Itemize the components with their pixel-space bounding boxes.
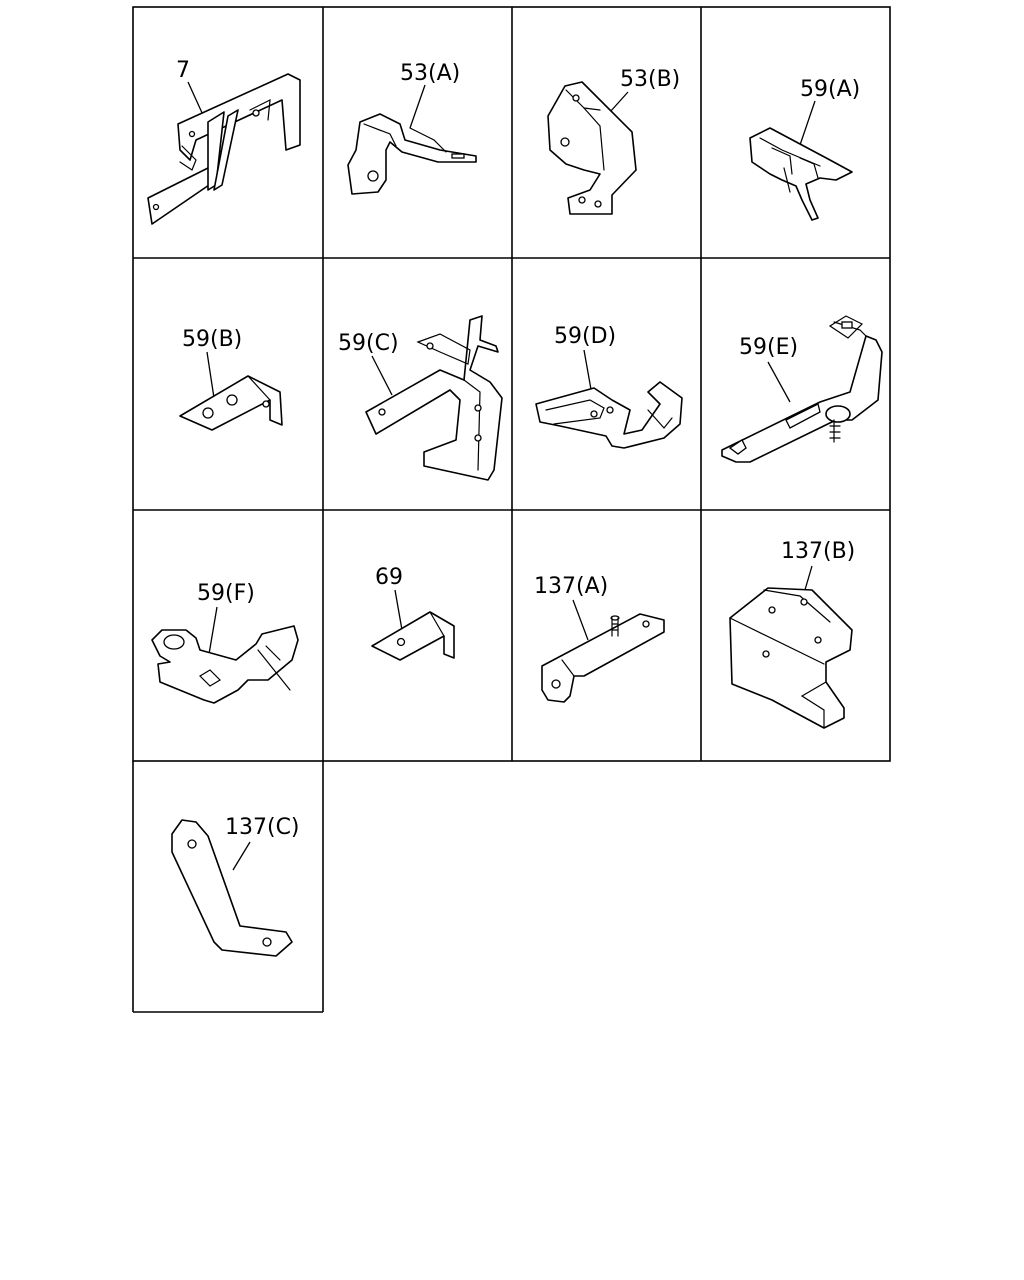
part-label-59e: 59(E) bbox=[739, 335, 798, 360]
part-label-59b: 59(B) bbox=[182, 327, 242, 352]
part-69-drawing bbox=[371, 611, 455, 661]
part-53a-drawing bbox=[347, 113, 477, 195]
part-cell-53a: 53(A) bbox=[347, 61, 477, 195]
part-cell-59b: 59(B) bbox=[179, 327, 283, 431]
part-59d-drawing bbox=[535, 381, 683, 449]
part-cell-137b: 137(B) bbox=[729, 539, 855, 729]
part-label-53b: 53(B) bbox=[620, 67, 680, 92]
part-label-137a: 137(A) bbox=[534, 574, 608, 599]
part-59a-drawing bbox=[749, 127, 853, 221]
part-cell-59a: 59(A) bbox=[749, 77, 860, 221]
part-label-59f: 59(F) bbox=[197, 581, 255, 606]
part-label-59a: 59(A) bbox=[800, 77, 860, 102]
part-137a-drawing bbox=[541, 613, 665, 703]
part-cell-137a: 137(A) bbox=[534, 574, 665, 703]
part-label-53a: 53(A) bbox=[400, 61, 460, 86]
part-137b-drawing bbox=[729, 587, 853, 729]
part-7-drawing bbox=[147, 73, 301, 225]
part-53b-drawing bbox=[547, 81, 637, 215]
part-cell-137c: 137(C) bbox=[171, 815, 300, 957]
part-label-137b: 137(B) bbox=[781, 539, 855, 564]
part-137c-drawing bbox=[171, 819, 293, 957]
part-cell-7: 7 bbox=[147, 58, 301, 225]
part-59e-drawing bbox=[721, 315, 883, 463]
part-label-59d: 59(D) bbox=[554, 324, 616, 349]
part-cell-59d: 59(D) bbox=[535, 324, 683, 449]
part-59b-drawing bbox=[179, 375, 283, 431]
part-cell-59c: 59(C) bbox=[338, 315, 503, 481]
part-label-137c: 137(C) bbox=[225, 815, 300, 840]
part-label-59c: 59(C) bbox=[338, 331, 399, 356]
part-cell-53b: 53(B) bbox=[547, 67, 680, 215]
part-59f-drawing bbox=[151, 625, 299, 704]
part-label-69: 69 bbox=[375, 565, 403, 590]
part-59c-drawing bbox=[365, 315, 503, 481]
grid-lines bbox=[132, 6, 891, 1013]
part-cell-59e: 59(E) bbox=[721, 315, 883, 463]
part-label-7: 7 bbox=[176, 58, 190, 83]
part-cell-59f: 59(F) bbox=[151, 581, 299, 704]
part-cell-69: 69 bbox=[371, 565, 455, 661]
